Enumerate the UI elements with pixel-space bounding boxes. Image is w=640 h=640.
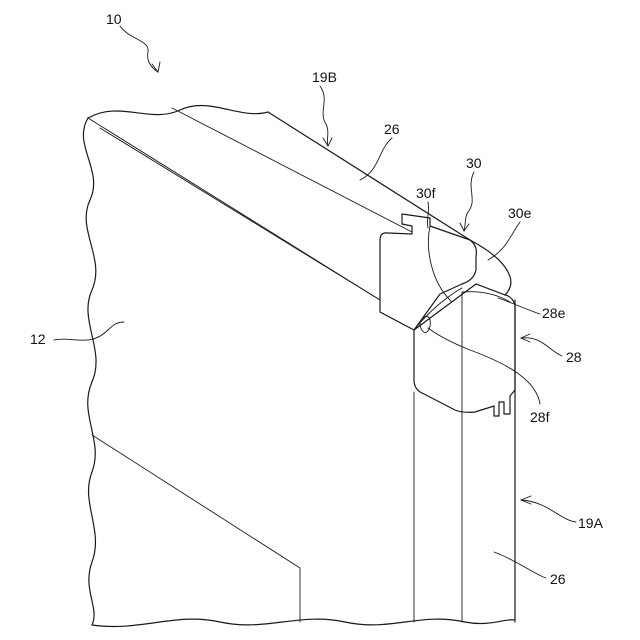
label-26-bottom: 26 (550, 571, 566, 587)
reference-labels: 10 19B 26 30 30f 30e 28e 12 28 28f 19A 2… (30, 11, 604, 587)
panel-left-break-edge (83, 118, 96, 625)
label-10: 10 (106, 11, 122, 27)
label-26-top: 26 (384, 121, 400, 137)
label-30e: 30e (508, 205, 532, 221)
label-30f: 30f (416, 185, 436, 201)
top-wavy-break (88, 106, 268, 118)
panel-bottom-break-edge (92, 619, 515, 626)
panel-inner-step-edge (92, 435, 300, 622)
leader-30 (464, 172, 474, 230)
leader-19B (320, 86, 328, 146)
label-12: 12 (30, 331, 46, 347)
leader-12 (54, 322, 124, 340)
frame-outer-top-edge (268, 112, 470, 240)
label-19B: 19B (312, 69, 337, 85)
label-30: 30 (466, 155, 482, 171)
label-28e: 28e (542, 305, 566, 321)
label-19A: 19A (578, 515, 604, 531)
frame-front-edge (100, 128, 380, 300)
label-28f: 28f (530, 409, 550, 425)
leader-28 (522, 338, 562, 356)
label-28: 28 (566, 349, 582, 365)
leader-26-bottom (494, 552, 546, 578)
